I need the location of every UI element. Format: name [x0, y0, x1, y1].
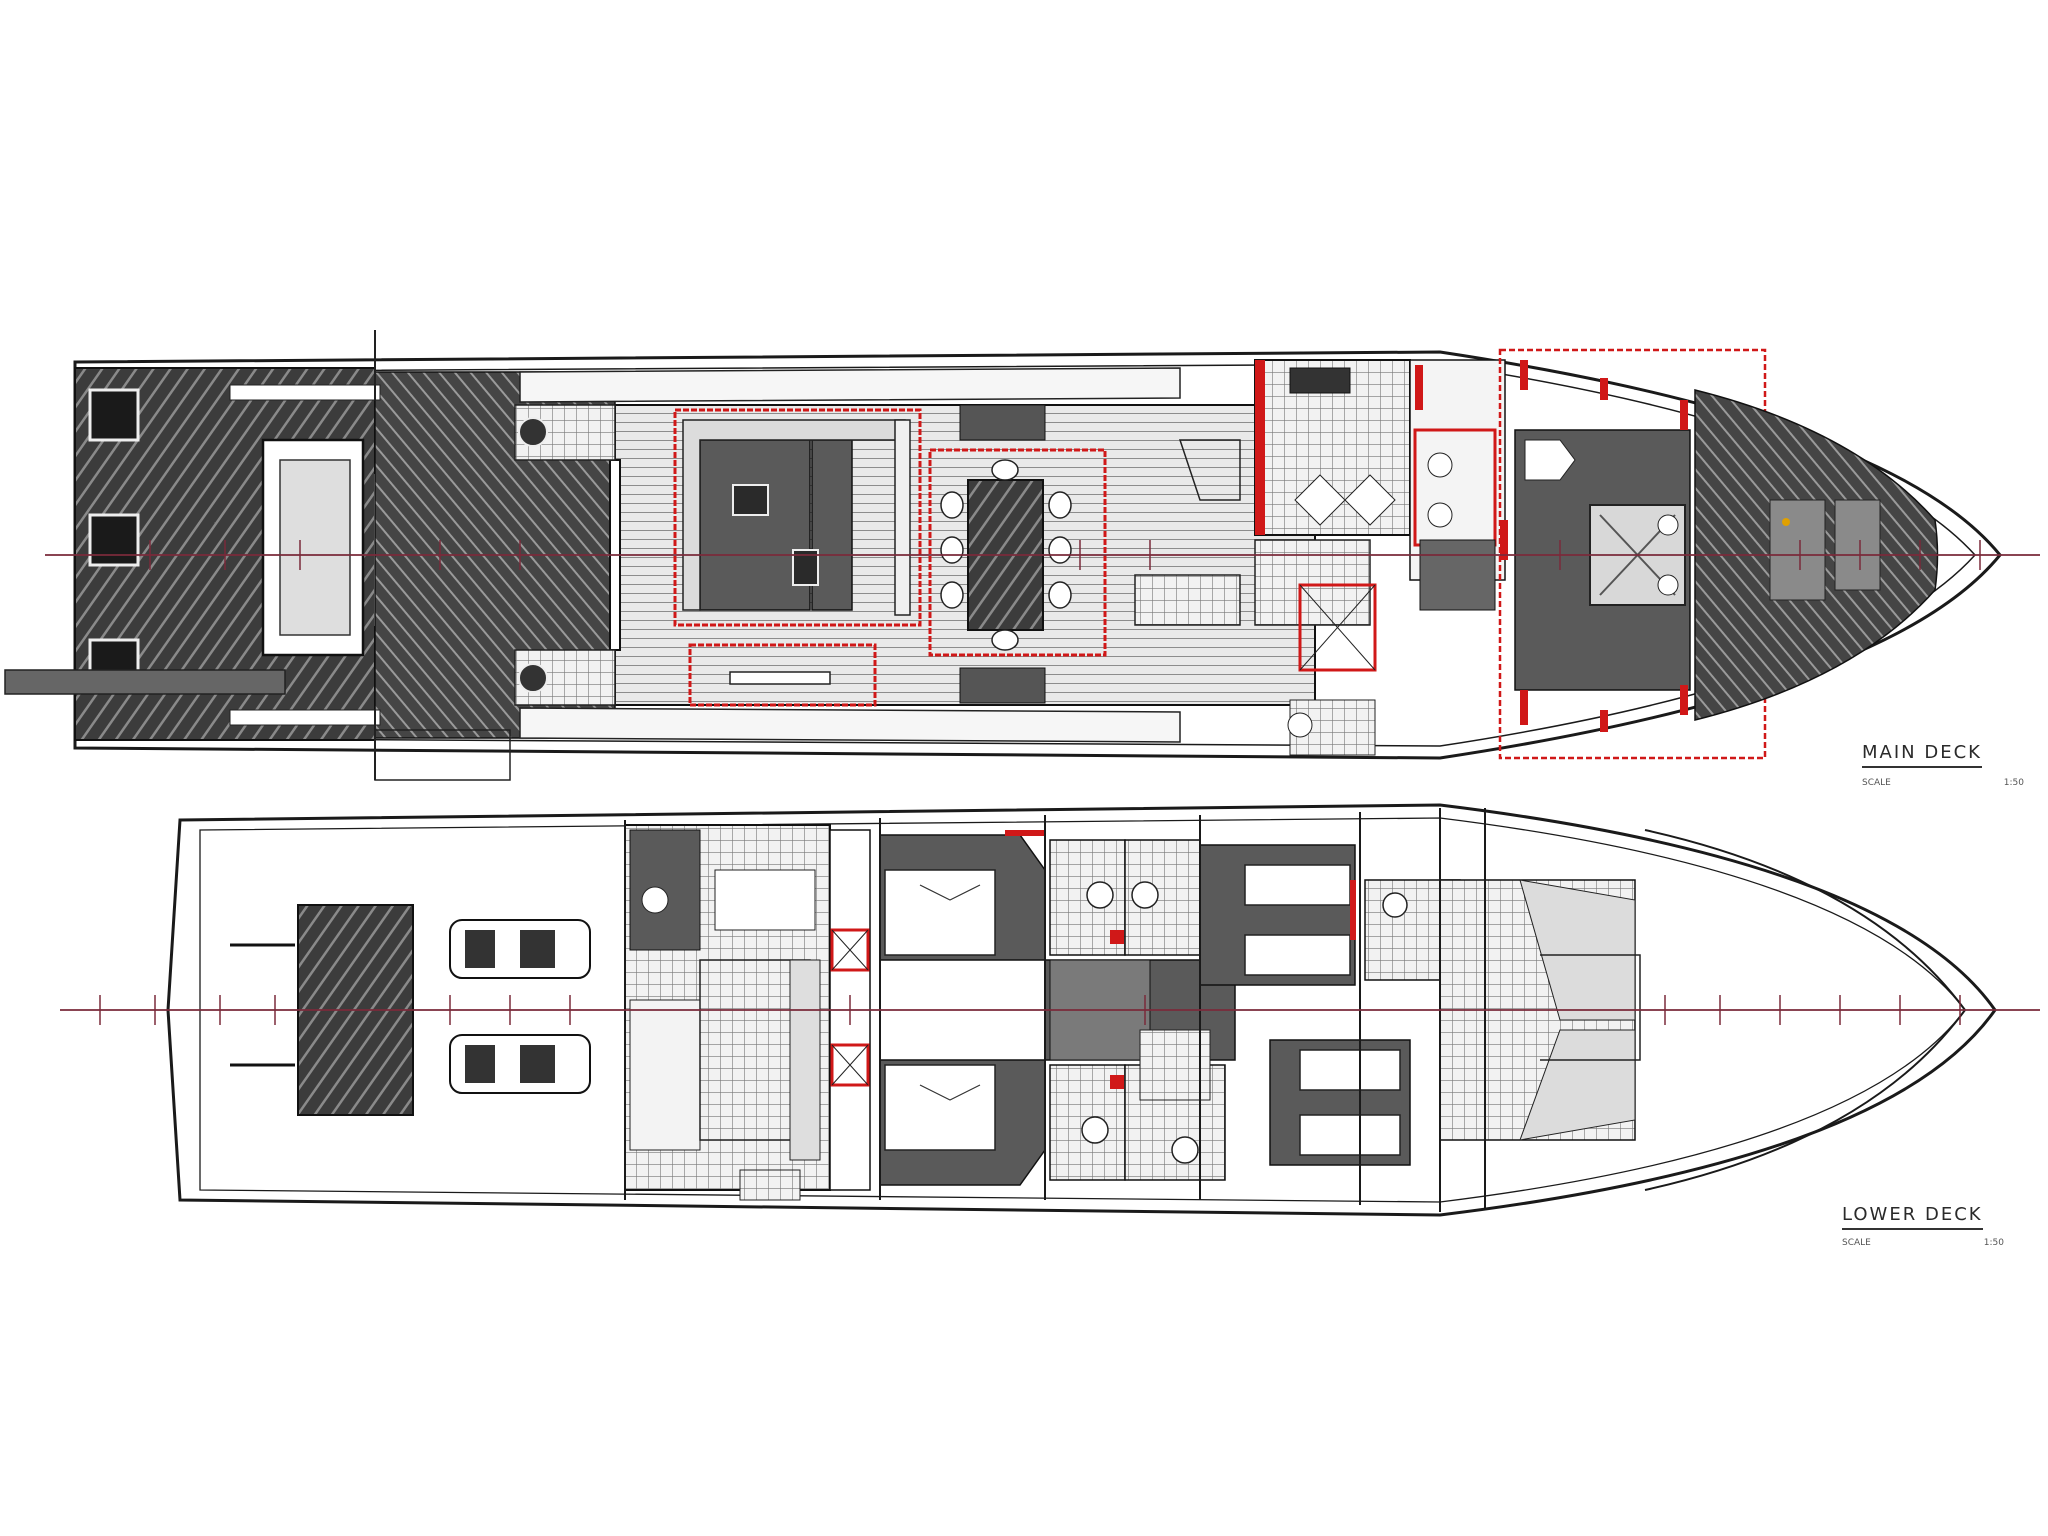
lower-deck-title-text: LOWER DECK [1842, 1204, 1983, 1230]
salon-lounge [673, 408, 922, 627]
lower-deck-scale-label: SCALE [1842, 1238, 1871, 1248]
dining-area [928, 448, 1107, 657]
main-deck-scale-value: 1:50 [2003, 778, 2024, 788]
lower-deck-title: LOWER DECK [1842, 1204, 1983, 1230]
gangway [4, 669, 286, 695]
lower-deck-scale-value: 1:50 [1983, 1238, 2004, 1248]
wheelhouse-frame [1498, 348, 1767, 760]
guest-heads [1049, 839, 1461, 1181]
beds [884, 864, 1401, 1156]
main-deck-scale: SCALE 1:50 [1862, 778, 2024, 788]
main-deck [4, 330, 2040, 781]
main-deck-title: MAIN DECK [1862, 742, 1982, 768]
main-deck-scale-label: SCALE [1862, 778, 1891, 788]
lower-deck [60, 803, 2040, 1217]
main-stair [1134, 574, 1241, 626]
main-deck-title-text: MAIN DECK [1862, 742, 1982, 768]
lower-deck-scale: SCALE 1:50 [1842, 1238, 2004, 1248]
